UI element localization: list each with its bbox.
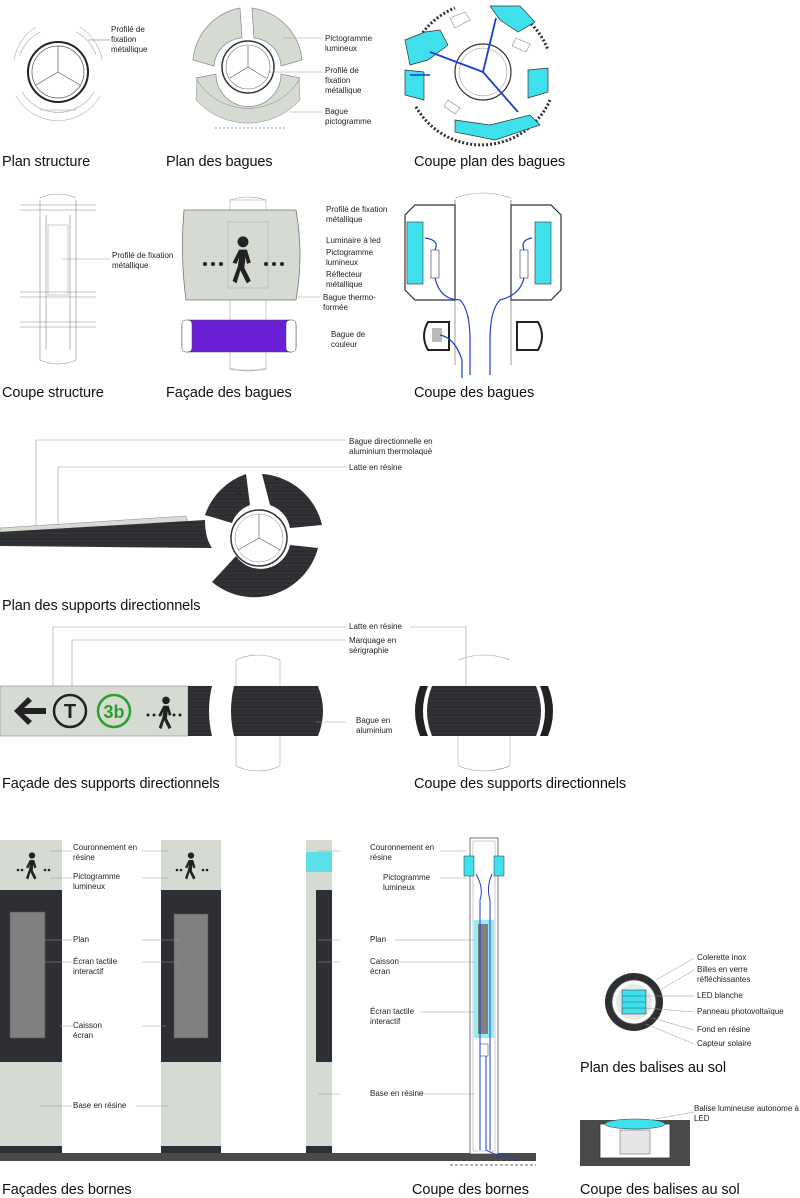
label-pictogramme-lumineux: Pictogramme lumineux: [326, 248, 374, 267]
label-latte-resine: Latte en résine: [349, 622, 402, 631]
caption-coupe-bornes: Coupe des bornes: [412, 1182, 529, 1198]
label-ecran-tactile: Écran tactile interactif: [73, 957, 118, 976]
caption-plan-supports: Plan des supports directionnels: [2, 598, 201, 614]
caption-plan-balises: Plan des balises au sol: [580, 1060, 727, 1076]
label-bague-pictogramme: Bague pictogramme: [325, 107, 372, 126]
coupe-bagues-drawing: [404, 192, 562, 378]
label-pictogramme-lumineux: Pictogramme lumineux: [325, 34, 373, 53]
label-plan: Plan: [370, 935, 387, 944]
label-luminaire-led: Luminaire à led: [326, 236, 381, 245]
label-bague-thermoformee: Bague thermo- formée: [323, 293, 376, 312]
label-caisson-ecran: Caisson écran: [73, 1021, 102, 1040]
arrow-left-icon: [14, 697, 46, 725]
label-base-resine: Base en résine: [370, 1089, 424, 1098]
tram-letter: T: [64, 701, 76, 723]
caption-facade-supports: Façade des supports directionnels: [2, 776, 220, 792]
caption-coupe-structure: Coupe structure: [2, 385, 104, 401]
caption-plan-bagues: Plan des bagues: [166, 154, 273, 170]
caption-coupe-supports: Coupe des supports directionnels: [414, 776, 627, 792]
facade-supports-drawing: T 3b: [0, 626, 346, 772]
label-base-resine: Base en résine: [73, 1101, 127, 1110]
label-capteur-solaire: Capteur solaire: [697, 1039, 752, 1048]
label-profile-fixation: Profilé de fixation métallique: [111, 25, 148, 54]
label-plan: Plan: [73, 935, 90, 944]
plan-balises-drawing: [605, 957, 695, 1045]
label-colerette: Colerette inox: [697, 953, 747, 962]
label-profile-fixation: Profilé de fixation métallique: [325, 66, 362, 95]
plan-supports-drawing: [0, 439, 346, 598]
facades-bornes-drawing: [0, 840, 536, 1161]
coupe-bornes-drawing: [395, 837, 536, 1166]
label-caisson-ecran: Caisson écran: [370, 957, 399, 976]
label-couronnement: Couronnement en résine: [73, 843, 138, 862]
caption-facade-bagues: Façade des bagues: [166, 385, 292, 401]
caption-coupe-plan-bagues: Coupe plan des bagues: [414, 154, 566, 170]
line-number: 3b: [103, 702, 124, 722]
label-pictogramme-lumineux: Pictogramme lumineux: [73, 872, 121, 891]
label-profile-fixation: Profilé de fixation métallique: [112, 251, 174, 270]
caption-facades-bornes: Façades des bornes: [2, 1182, 132, 1198]
coupe-structure-drawing: [20, 193, 110, 365]
label-panneau-photovoltaique: Panneau photovoltaïque: [697, 1007, 784, 1016]
plan-structure-drawing: [13, 26, 110, 122]
facade-bagues-drawing: [181, 196, 320, 372]
label-pictogramme-lumineux: Pictogramme lumineux: [383, 873, 431, 892]
label-bague-couleur: Bague de couleur: [331, 330, 366, 349]
coupe-supports-drawing: [410, 626, 553, 772]
label-ecran-tactile: Écran tactile interactif: [370, 1007, 415, 1026]
caption-coupe-balises: Coupe des balises au sol: [580, 1182, 740, 1198]
label-bague-aluminium: Bague en aluminium: [356, 716, 393, 735]
label-couronnement: Couronnement en résine: [370, 843, 435, 862]
label-angle-mark: 10°: [233, 485, 243, 498]
line-3b-icon: 3b: [96, 693, 132, 729]
label-fond-resine: Fond en résine: [697, 1025, 751, 1034]
plan-bagues-drawing: [192, 7, 322, 129]
coupe-balises-drawing: [580, 1111, 695, 1166]
label-reflecteur: Réflecteur métallique: [326, 270, 363, 289]
label-profile-fixation: Profilé de fixation métallique: [326, 205, 388, 224]
caption-coupe-bagues: Coupe des bagues: [414, 385, 535, 401]
label-balise-lumineuse: Balise lumineuse autonome à LED: [694, 1104, 799, 1123]
label-led-blanche: LED blanche: [697, 991, 743, 1000]
label-latte-resine: Latte en résine: [349, 463, 402, 472]
label-billes-verre: Billes en verre réfléchissantes: [697, 965, 751, 984]
label-bague-directionnelle: Bague directionnelle en aluminium thermo…: [349, 437, 433, 456]
tram-t-icon: T: [52, 693, 88, 729]
coupe-plan-bagues-drawing: [404, 5, 552, 147]
caption-plan-structure: Plan structure: [2, 154, 91, 170]
label-marquage: Marquage en sérigraphie: [349, 636, 397, 655]
